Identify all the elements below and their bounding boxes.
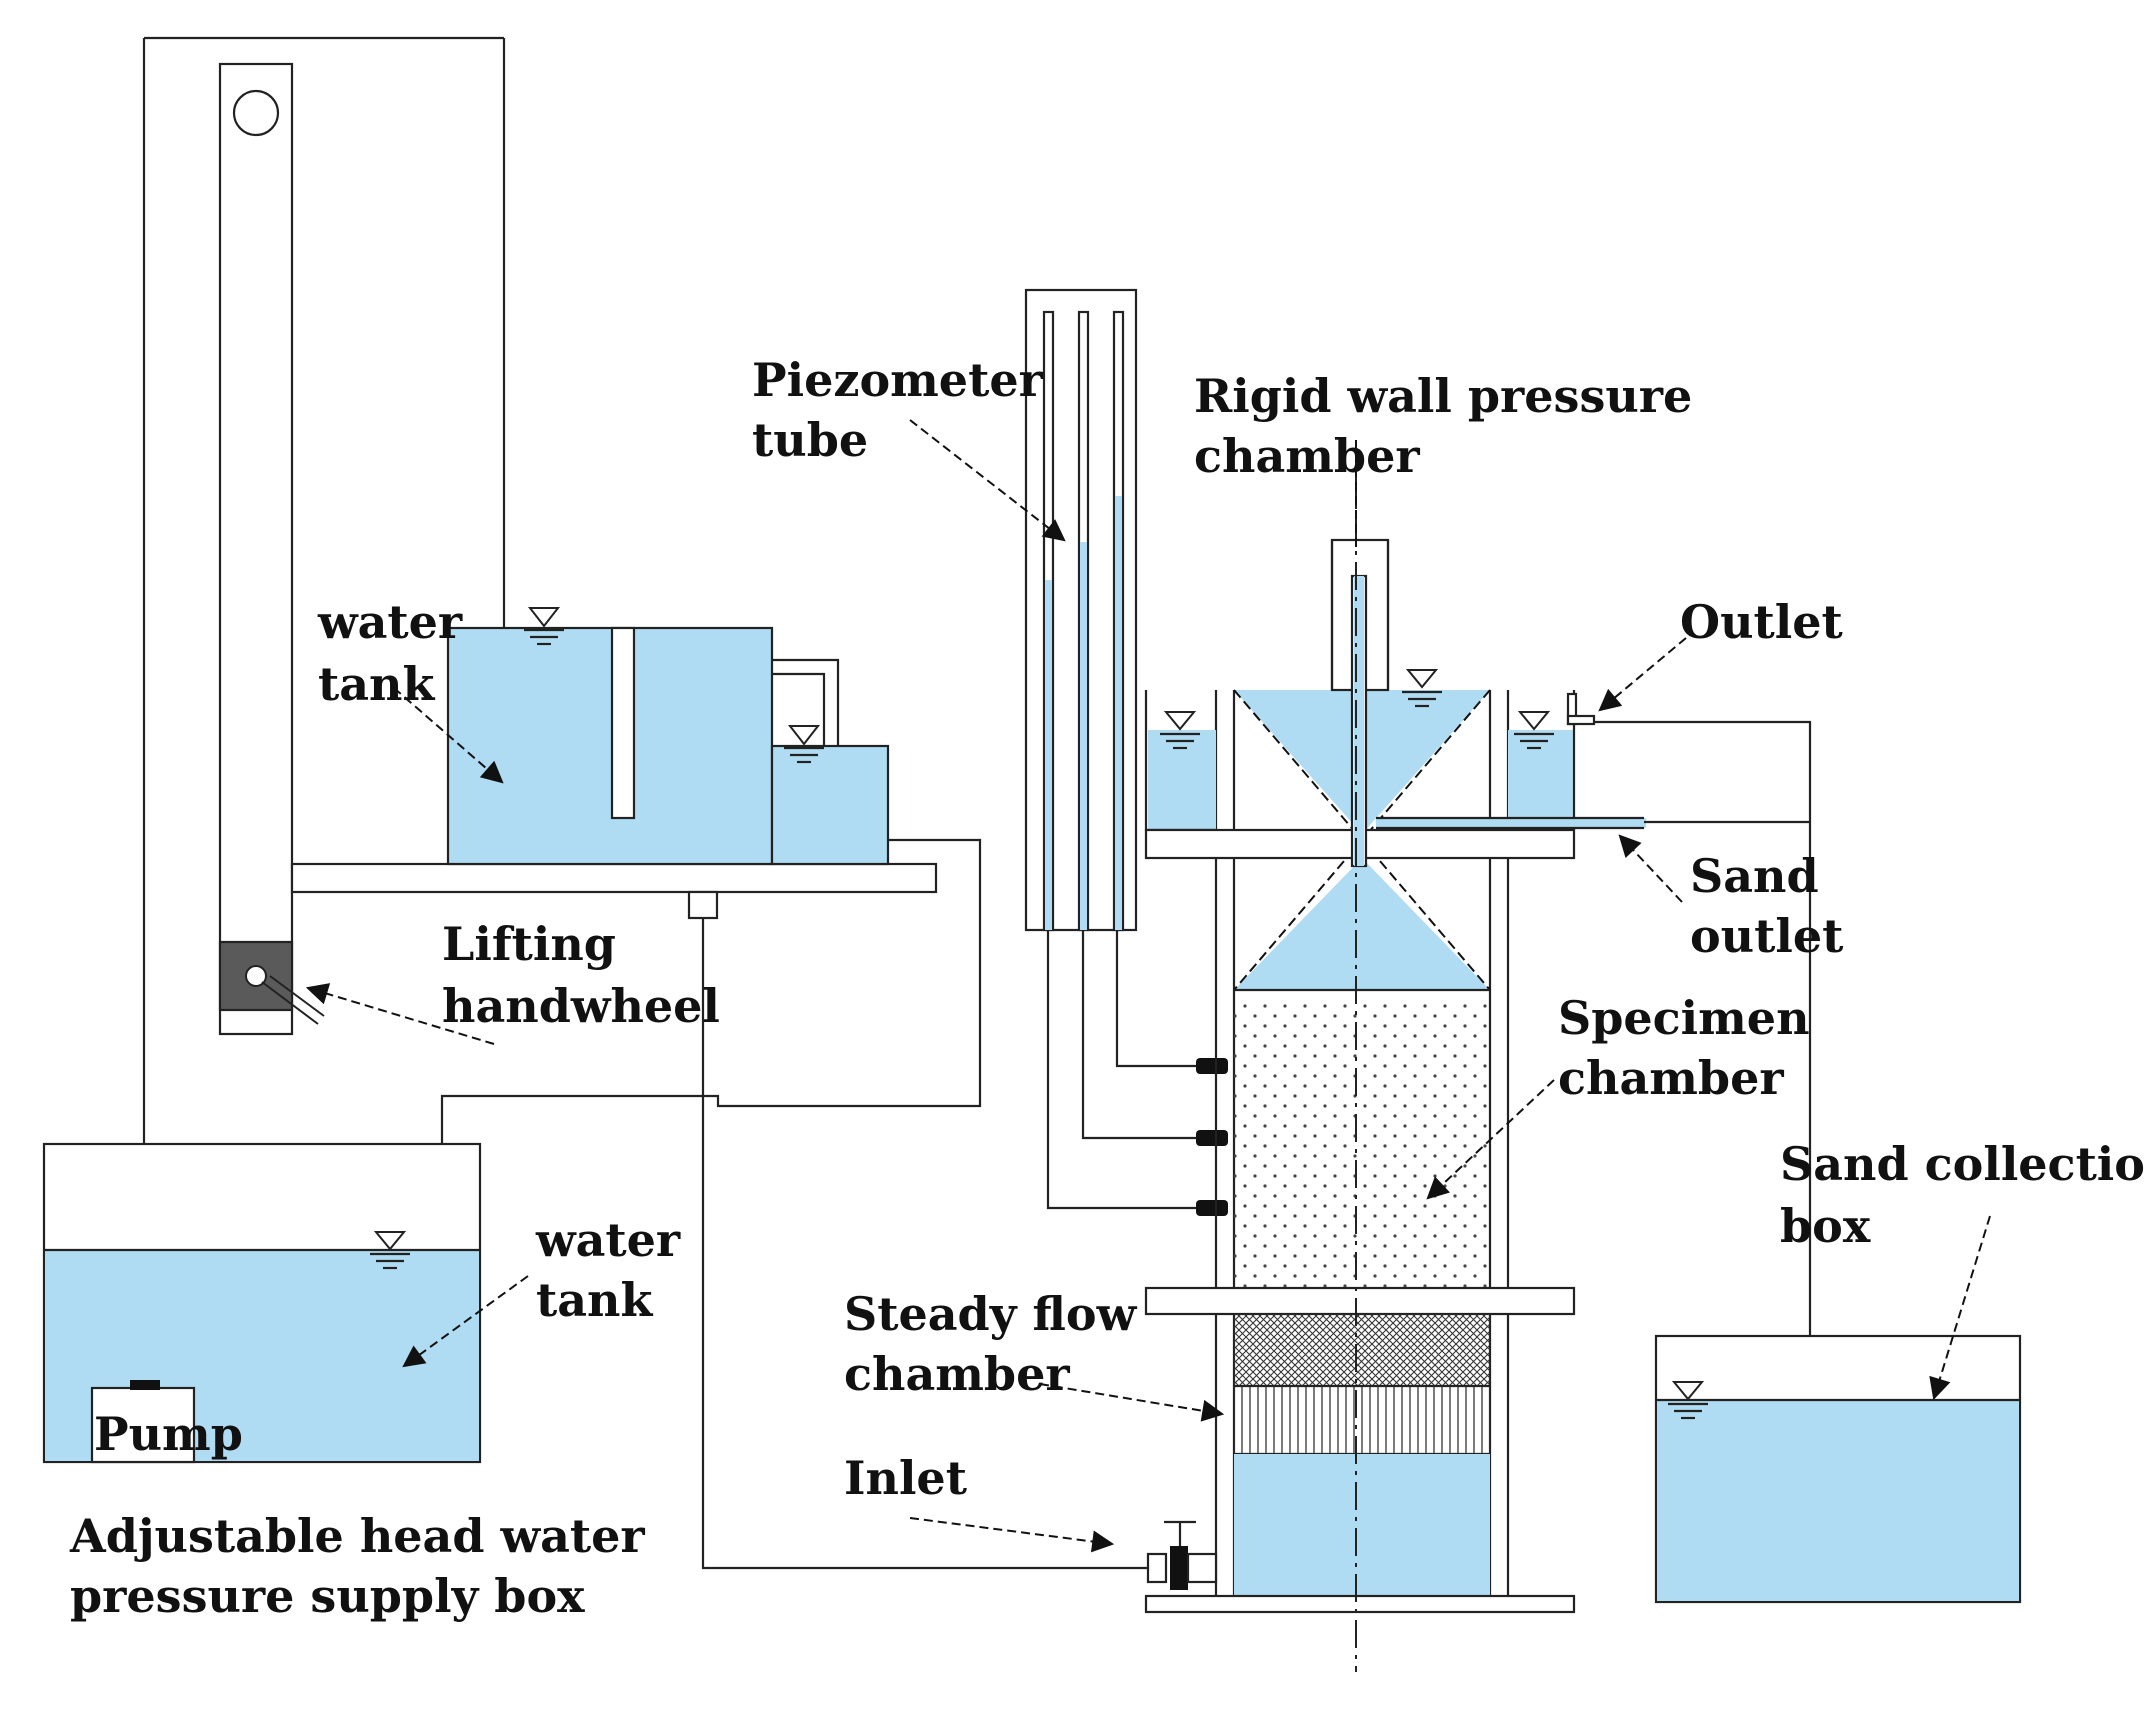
label-lifting: Lifting: [442, 917, 616, 971]
label-water-tank-upper-2: tank: [318, 657, 435, 711]
main-column: [1144, 470, 1646, 1672]
lifting-column: [142, 36, 506, 1392]
label-pump: Pump: [94, 1407, 243, 1461]
label-outlet: Outlet: [1680, 595, 1844, 649]
leader-arrows: [305, 419, 1991, 1553]
piezometer-board: [1024, 288, 1228, 1216]
label-sand-outlet-2: outlet: [1690, 909, 1844, 963]
water-level-marker-icon: [1160, 669, 1554, 750]
label-sand-collection: Sand collection: [1780, 1137, 2145, 1191]
lifting-platform: [290, 862, 938, 894]
label-water-tank-lower-2: tank: [536, 1273, 653, 1327]
label-piezometer: Piezometer: [752, 353, 1044, 407]
sand-collection-box: [1654, 1334, 2022, 1604]
supply-pipe: [701, 918, 1148, 1570]
label-specimen-chamber: chamber: [1558, 1051, 1784, 1105]
outlet-nozzle: [1566, 692, 1812, 1404]
label-inlet: Inlet: [844, 1451, 968, 1505]
label-water-tank-lower: water: [535, 1213, 681, 1267]
water-level-marker-icon: [370, 1231, 410, 1270]
label-supply-box-2: pressure supply box: [70, 1569, 585, 1623]
label-steady-flow: Steady flow: [844, 1287, 1138, 1341]
label-specimen: Specimen: [1558, 991, 1810, 1045]
lower-water-tank: [42, 1142, 482, 1464]
water-level-marker-icon: [524, 607, 824, 764]
label-steady-flow-chamber: chamber: [844, 1347, 1070, 1401]
valve-icon: [1146, 1520, 1218, 1590]
platform-connector: [687, 890, 719, 920]
label-handwheel: handwheel: [442, 979, 720, 1033]
upper-water-tank: [446, 626, 890, 866]
handwheel-icon: [245, 965, 325, 1025]
water-level-marker-icon: [1668, 1381, 1708, 1420]
label-piezometer-tube: tube: [752, 413, 868, 467]
label-sand-collection-box: box: [1780, 1199, 1871, 1253]
label-sand-outlet: Sand: [1690, 849, 1819, 903]
return-pipe: [440, 838, 982, 1256]
label-rigid-wall: Rigid wall pressure: [1194, 369, 1692, 423]
label-water-tank-upper: water: [317, 595, 463, 649]
label-rigid-wall-chamber: chamber: [1194, 429, 1420, 483]
label-supply-box: Adjustable head water: [69, 1509, 645, 1563]
